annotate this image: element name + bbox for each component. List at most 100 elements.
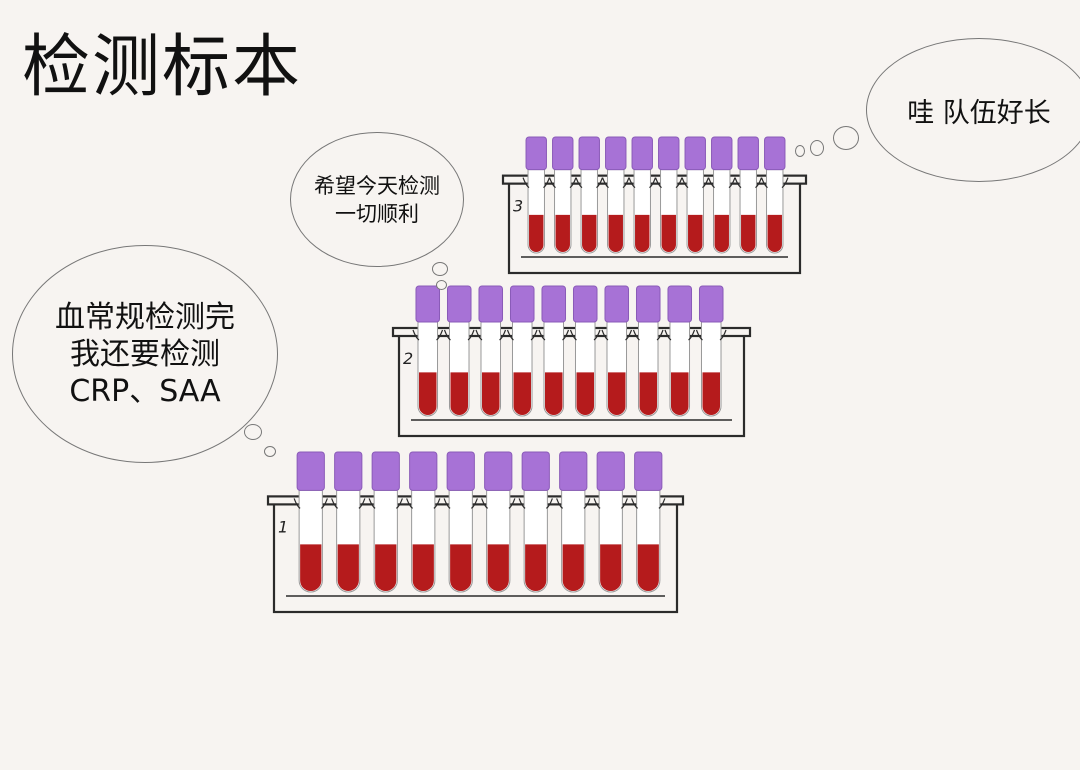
blood-tube xyxy=(406,451,441,593)
blood-tube xyxy=(556,451,591,593)
rack-hole xyxy=(556,498,591,509)
blood-sample xyxy=(412,544,434,591)
blood-sample xyxy=(670,372,689,415)
tube-cap xyxy=(415,285,441,323)
blood-sample xyxy=(608,214,623,253)
blood-sample xyxy=(375,544,397,591)
blood-sample xyxy=(300,544,322,591)
tube-cap xyxy=(552,136,574,171)
tube-cap xyxy=(604,285,630,323)
blood-tube xyxy=(760,136,789,254)
tube-cap xyxy=(409,451,438,491)
blood-sample xyxy=(562,544,584,591)
tube-cap xyxy=(667,285,693,323)
rack-hole xyxy=(406,498,441,509)
blood-sample xyxy=(513,372,532,415)
tube-cap xyxy=(764,136,786,171)
blood-tube xyxy=(707,136,736,254)
blood-tube xyxy=(575,136,604,254)
blood-tube xyxy=(695,285,727,417)
blood-sample xyxy=(544,372,563,415)
thought-bubble-rack-2: 希望今天检测 一切顺利 xyxy=(290,132,464,267)
blood-sample xyxy=(637,544,659,591)
blood-tube xyxy=(481,451,516,593)
blood-tube xyxy=(569,285,601,417)
tube-cap xyxy=(559,451,588,491)
rack-hole xyxy=(548,177,577,189)
blood-sample xyxy=(450,372,469,415)
blood-tube xyxy=(538,285,570,417)
blood-sample xyxy=(767,214,782,253)
bubble-1-line-1: 血常规检测完 xyxy=(55,299,235,335)
bubble-1-dot-large xyxy=(244,424,262,440)
blood-sample xyxy=(481,372,500,415)
blood-tube xyxy=(293,451,328,593)
rack-hole xyxy=(681,177,710,189)
bubble-1-line-2: 我还要检测 xyxy=(70,336,220,372)
rack-hole xyxy=(331,498,366,509)
rack-hole xyxy=(506,329,538,341)
bubble-3-dot-large xyxy=(833,126,859,150)
rack-hole xyxy=(293,498,328,509)
blood-sample xyxy=(607,372,626,415)
thought-bubble-rack-1: 血常规检测完 我还要检测 CRP、SAA xyxy=(12,245,278,463)
blood-sample xyxy=(337,544,359,591)
rack-number-label: 1 xyxy=(278,517,288,536)
blood-sample xyxy=(576,372,595,415)
blood-tube xyxy=(518,451,553,593)
tube-cap xyxy=(334,451,363,491)
rack-hole xyxy=(601,177,630,189)
blood-sample xyxy=(600,544,622,591)
rack-hole xyxy=(481,498,516,509)
tube-cap xyxy=(737,136,759,171)
rack-hole xyxy=(593,498,628,509)
blood-tube xyxy=(601,285,633,417)
blood-tube xyxy=(654,136,683,254)
rack-hole xyxy=(628,177,657,189)
blood-tube xyxy=(368,451,403,593)
bubble-2-line-2: 一切顺利 xyxy=(335,201,419,226)
tube-cap xyxy=(684,136,706,171)
blood-tube xyxy=(631,451,666,593)
rack-hole xyxy=(443,498,478,509)
blood-sample xyxy=(487,544,509,591)
blood-tube xyxy=(734,136,763,254)
blood-tube xyxy=(632,285,664,417)
blood-sample xyxy=(661,214,676,253)
rack-hole xyxy=(368,498,403,509)
rack-hole xyxy=(575,177,604,189)
blood-sample xyxy=(714,214,729,253)
tube-cap xyxy=(484,451,513,491)
tube-cap xyxy=(572,285,598,323)
rack-hole xyxy=(475,329,507,341)
rack-hole xyxy=(631,498,666,509)
tube-cap xyxy=(446,285,472,323)
rack-top-shelf xyxy=(266,495,685,506)
tube-cap xyxy=(541,285,567,323)
blood-sample xyxy=(555,214,570,253)
blood-tube xyxy=(601,136,630,254)
rack-hole xyxy=(695,329,727,341)
tube-cap xyxy=(631,136,653,171)
tube-cap xyxy=(371,451,400,491)
blood-tube xyxy=(548,136,577,254)
blood-sample xyxy=(418,372,437,415)
tube-cap xyxy=(446,451,475,491)
blood-tube xyxy=(522,136,551,254)
bubble-1-line-3: CRP、SAA xyxy=(69,373,221,409)
blood-sample xyxy=(741,214,756,253)
tube-cap xyxy=(711,136,733,171)
rack-hole xyxy=(569,329,601,341)
tube-cap xyxy=(658,136,680,171)
thought-bubble-rack-3: 哇 队伍好长 xyxy=(866,38,1080,182)
blood-sample xyxy=(450,544,472,591)
tube-cap xyxy=(525,136,547,171)
bubble-1-dot-small xyxy=(264,446,276,457)
tube-cap xyxy=(605,136,627,171)
tube-cap xyxy=(509,285,535,323)
rack-hole xyxy=(664,329,696,341)
rack-hole xyxy=(601,329,633,341)
blood-tube xyxy=(681,136,710,254)
blood-tube xyxy=(506,285,538,417)
